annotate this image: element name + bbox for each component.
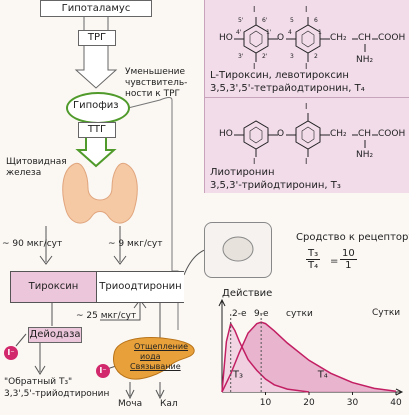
t4-cooh-label: COOH	[378, 33, 406, 43]
liver-text-line2: иода	[140, 352, 161, 361]
t4-num-5: 5	[290, 17, 294, 24]
thyroxine-cell: Тироксин	[11, 272, 96, 302]
chart-xlabel: Сутки	[372, 308, 401, 318]
t3-ch-label: CH	[358, 129, 372, 139]
sensitivity-line3: ности к ТРГ	[125, 89, 181, 99]
deiodase-box: Дейодаза	[28, 327, 82, 343]
sensitivity-line2: чувствитель-	[125, 78, 188, 88]
hypothalamus-box: Гипоталамус	[40, 0, 152, 17]
chart-peak-label-t3: 2-е	[232, 309, 247, 319]
chart-t4-line	[221, 321, 397, 393]
chart-title: Действие	[222, 288, 273, 299]
affinity-title: Сродство к рецептору	[296, 232, 409, 243]
t4-iodine-bottom1: I	[253, 62, 256, 71]
affinity-one: 1	[345, 260, 352, 271]
t4-num-5p: 5'	[238, 17, 244, 24]
chart-x-tick-label: 30	[347, 398, 359, 408]
thyroid-label-line1: Щитовидная	[6, 157, 67, 167]
reverse-t3-line2: 3,3',5'-трийодтиронин	[4, 389, 110, 399]
chart-t3-area	[222, 323, 309, 392]
t3-oxygen-label: O	[277, 129, 285, 139]
t4-ch-label: CH	[358, 33, 372, 43]
t3-iodine-bottom2: I	[305, 157, 308, 166]
ttg-box: ТТГ	[78, 122, 116, 138]
sensitivity-line1: Уменьшение	[125, 67, 186, 77]
chart-y-arrow	[218, 298, 226, 307]
hypophysis-label: Гипофиз	[73, 100, 119, 111]
thyroid-label-line2: железа	[6, 168, 42, 178]
t4-iodine-bottom2: I	[305, 62, 308, 71]
t3-ho-label: HO	[219, 129, 233, 139]
flow-t3-label: ~ 9 мкг/сут	[108, 239, 163, 249]
receptor-nucleus-icon	[222, 236, 254, 262]
hypophysis-ellipse	[66, 92, 130, 124]
chart-x-tick-label: 10	[260, 398, 272, 408]
t4-num-6: 6	[314, 17, 318, 24]
t3-name: Лиотиронин	[210, 167, 275, 178]
chart-x-arrow	[395, 388, 404, 396]
t4-systematic-name: 3,5,3',5'-тетрайодтиронин, T₄	[210, 83, 365, 94]
structure-t4-svg	[234, 17, 378, 62]
t4-nh2-label: NH₂	[356, 55, 374, 65]
chart-t3-line	[221, 321, 310, 393]
t3-ch2-label: CH₂	[330, 129, 347, 139]
action-chart: T₃ T₄ 10 20 30 40	[218, 298, 404, 408]
t4-ch2-label: CH₂	[330, 33, 347, 43]
liver-text-line1: Отщепление	[134, 342, 189, 351]
t3-nh2-label: NH₂	[356, 150, 374, 160]
chart-t4-area	[222, 322, 396, 392]
chart-x-tick-label: 40	[390, 398, 402, 408]
flow-t4-label: ~ 90 мкг/сут	[2, 239, 63, 249]
feces-label: Кал	[160, 399, 178, 409]
affinity-fraction-left: T₃ T₄	[306, 248, 321, 271]
iodide-ion-liver: I⁻	[96, 364, 110, 378]
t3-iodine-bottom1: I	[253, 157, 256, 166]
t4-name: L-Тироксин, левотироксин	[210, 70, 349, 81]
t4-iodine-top2: I	[305, 5, 308, 14]
t4-oxygen-label: O	[277, 33, 285, 43]
reverse-t3-line1: "Обратный Т₃"	[4, 377, 73, 387]
t4-num-3: 3	[290, 53, 294, 60]
t4-num-4: 4	[288, 29, 292, 36]
trg-box: ТРГ	[78, 30, 116, 46]
t3-iodine-top2: I	[305, 102, 308, 111]
t3-systematic-name: 3,5,3'-трийодтиронин, T₃	[210, 180, 341, 191]
t4-num-1p: 1'	[266, 29, 272, 36]
hormone-box: Тироксин Триоодтиронин	[10, 271, 184, 303]
urine-label: Моча	[118, 399, 143, 409]
chart-series-label-t4: T₄	[317, 370, 328, 381]
affinity-equals: =	[330, 256, 339, 267]
liver-icon	[113, 337, 195, 380]
affinity-fraction-right: 10 1	[340, 248, 357, 271]
t3-cooh-label: COOH	[378, 129, 406, 139]
structure-divider	[204, 97, 409, 98]
t4-ho-label: HO	[219, 33, 233, 43]
t4-num-6p: 6'	[262, 17, 268, 24]
t4-iodine-top1: I	[253, 5, 256, 14]
t4-num-4p: 4'	[236, 29, 242, 36]
flow-deiodase-label: ~ 25 мкг/сут	[76, 311, 137, 321]
chart-peak-label-unit: сутки	[286, 309, 313, 319]
thyroid-gland-icon	[62, 162, 138, 224]
chart-x-tick-label: 20	[303, 398, 315, 408]
t4-num-3p: 3'	[238, 53, 244, 60]
chart-series-label-t3: T₃	[232, 370, 243, 381]
iodide-ion-left: I⁻	[4, 346, 18, 360]
t4-num-2: 2	[314, 53, 318, 60]
affinity-t4: T₄	[308, 260, 319, 271]
t4-num-1: 1	[318, 29, 322, 36]
affinity-t3: T₃	[306, 248, 321, 260]
affinity-ten: 10	[340, 248, 357, 260]
t4-num-2p: 2'	[262, 53, 268, 60]
liver-text-line3: Связывание	[130, 362, 181, 371]
structure-t3-svg	[234, 113, 378, 157]
triiodothyronine-cell: Триоодтиронин	[96, 272, 184, 302]
